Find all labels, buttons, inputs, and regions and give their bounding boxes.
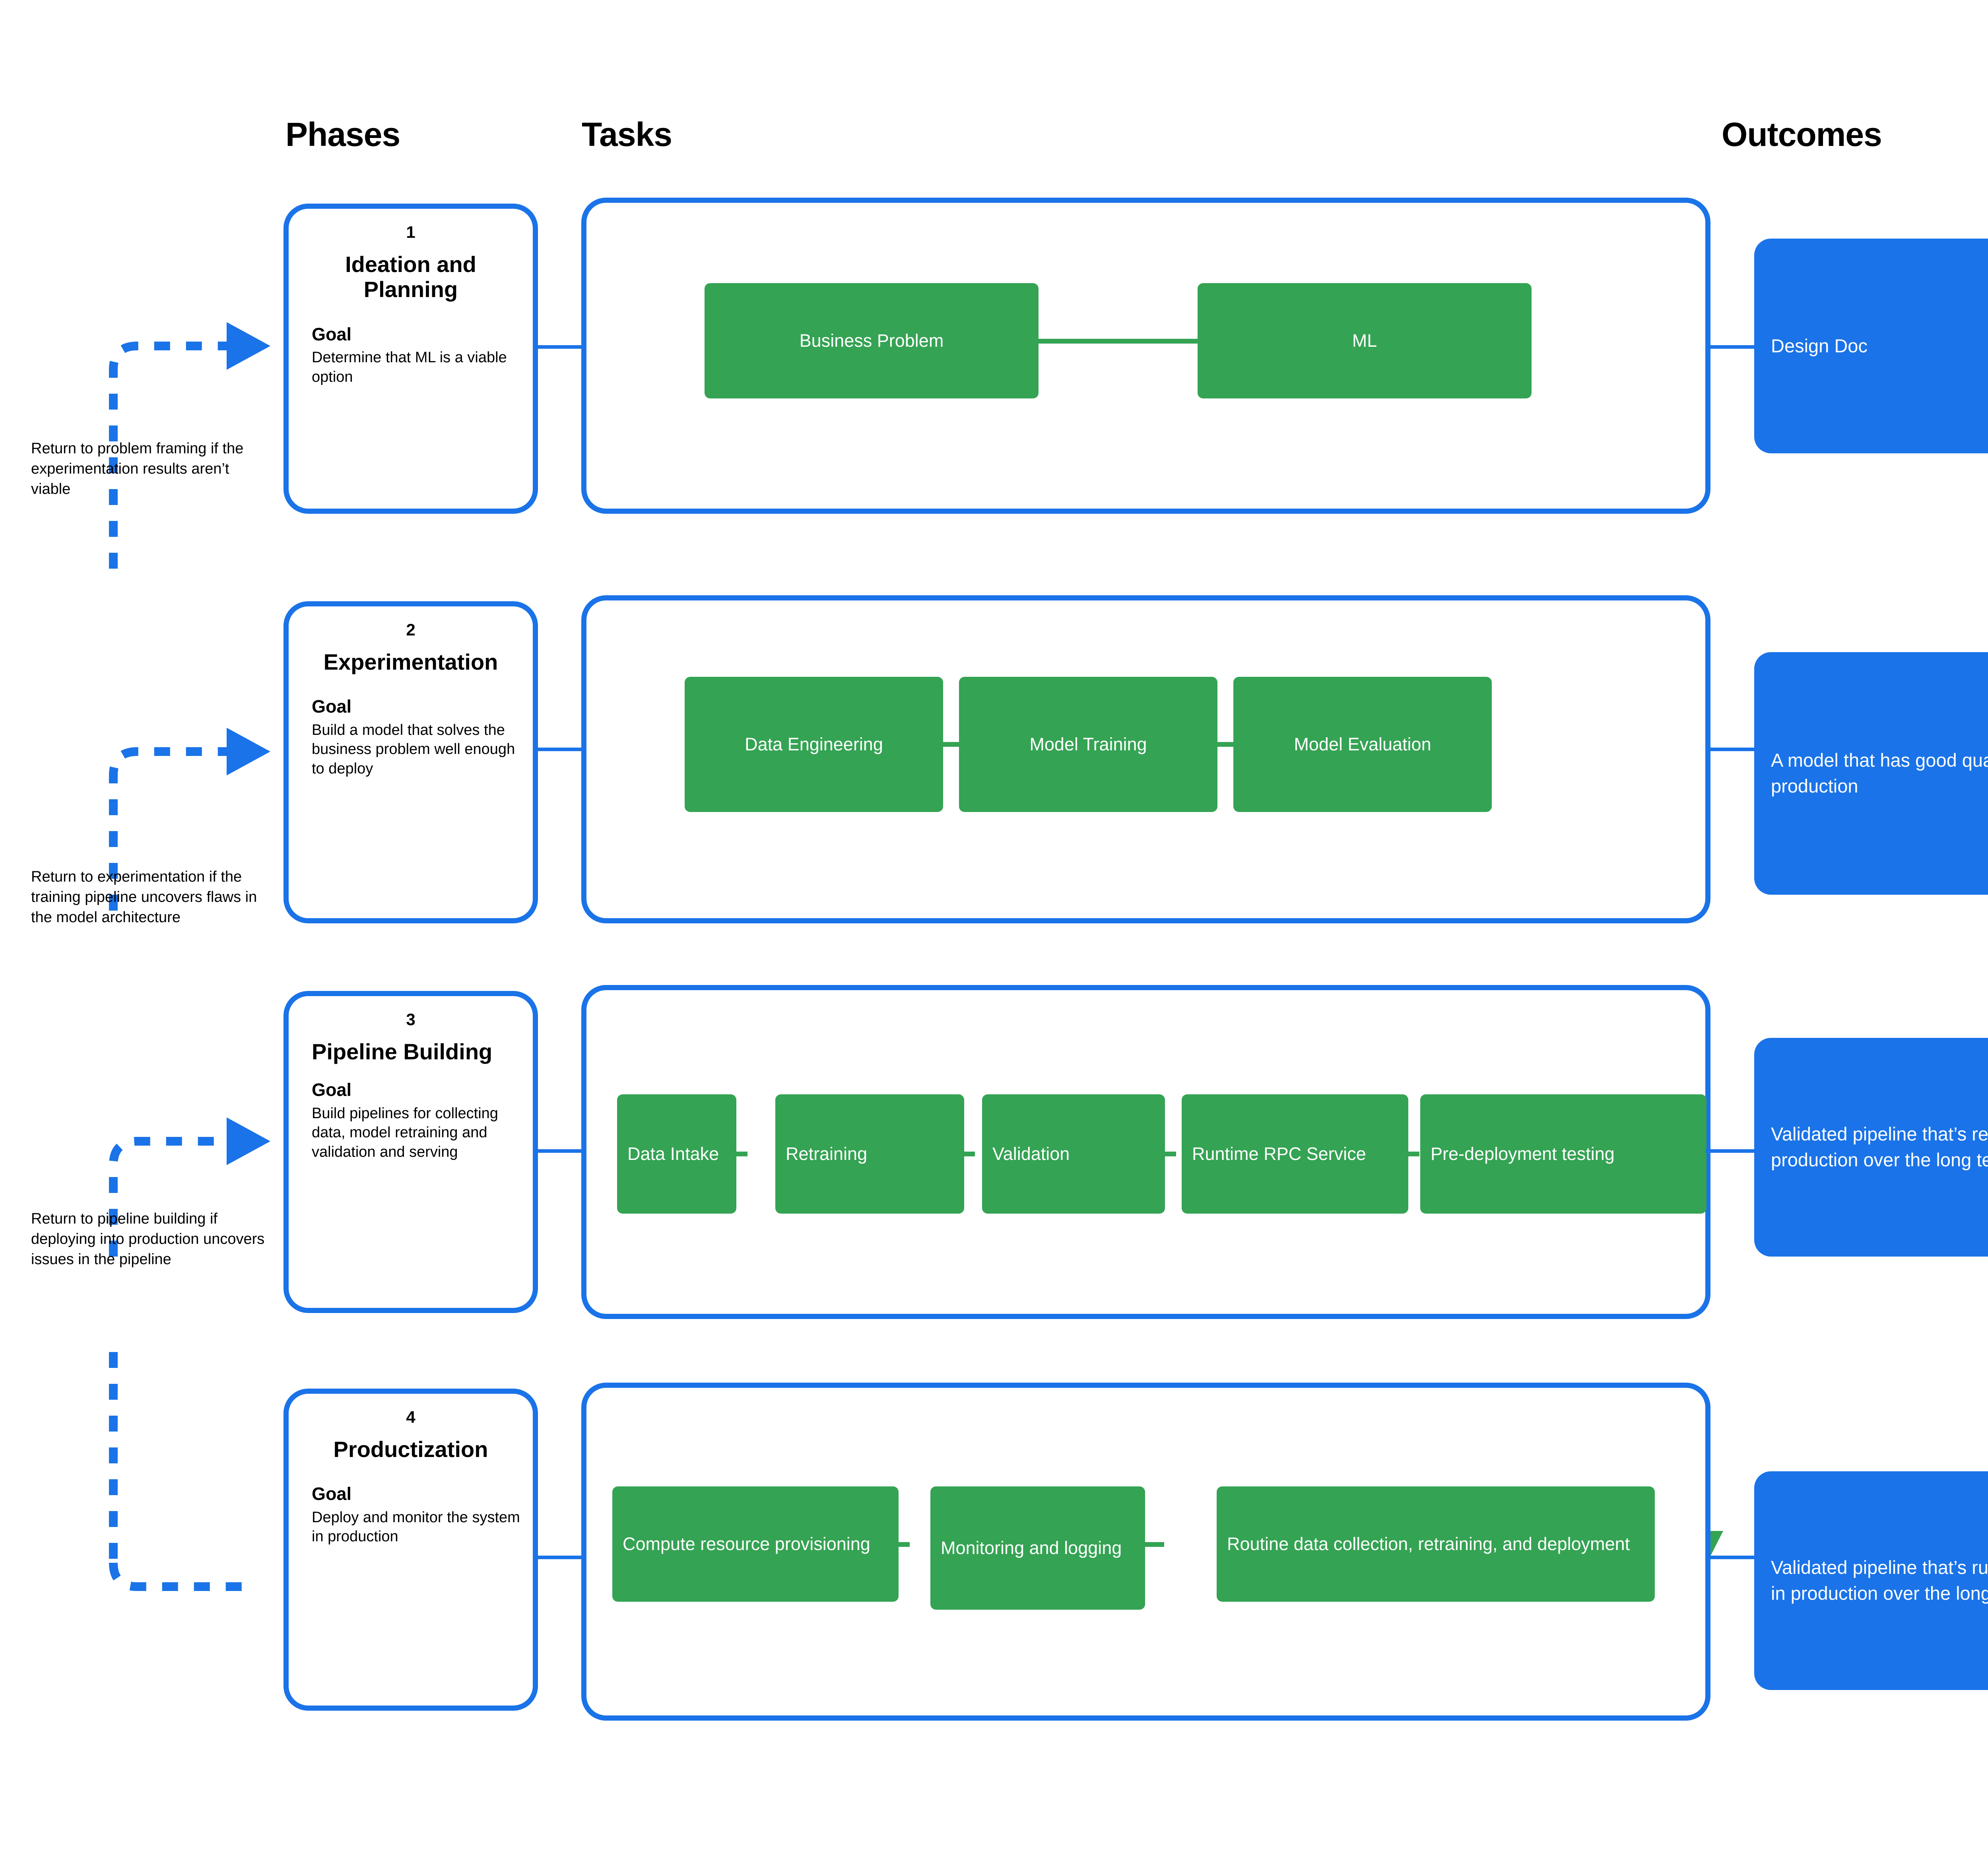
task-connector-3c — [1160, 1152, 1176, 1156]
phase-number-3: 3 — [406, 1010, 415, 1029]
feedback-path-4-bottom — [109, 1562, 254, 1591]
goal-label-4: Goal — [312, 1484, 352, 1504]
task-connector-2b — [1213, 742, 1237, 747]
feedback-note-1: Return to problem framing if the experim… — [31, 440, 244, 497]
task-box-data-engineering[interactable]: Data Engineering — [685, 677, 943, 812]
connector-phase3-tasks — [533, 1149, 584, 1153]
task-connector-2a — [938, 742, 962, 747]
outcome-box-4[interactable]: Validated pipeline that’s running in pro… — [1754, 1471, 1988, 1690]
phase-card-2[interactable]: 2 Experimentation Goal Build a model tha… — [283, 601, 538, 923]
phase-title-3: Pipeline Building — [312, 1039, 493, 1064]
goal-text-2: Build a model that solves the business p… — [312, 721, 515, 777]
connector-phase2-tasks — [533, 748, 584, 751]
connector-tasks2-outcome — [1706, 748, 1757, 751]
phase-card-1[interactable]: 1 Ideation and Planning Goal Determine t… — [283, 204, 538, 514]
task-box-model-training[interactable]: Model Training — [959, 677, 1217, 812]
feedback-arrowhead-2 — [227, 728, 270, 775]
phase-title-1: Ideation and Planning — [345, 252, 476, 302]
column-header-tasks: Tasks — [582, 116, 672, 153]
task-box-business-problem[interactable]: Business Problem — [705, 283, 1039, 398]
goal-label-3: Goal — [312, 1080, 352, 1100]
phase-title-4: Productization — [333, 1437, 488, 1462]
task-box-runtime-rpc-service[interactable]: Runtime RPC Service — [1182, 1094, 1408, 1214]
task-connector-3d — [1404, 1152, 1419, 1156]
task-box-pre-deployment-testing[interactable]: Pre-deployment testing — [1420, 1094, 1706, 1214]
task-box-model-evaluation[interactable]: Model Evaluation — [1233, 677, 1492, 812]
phase-card-3[interactable]: 3 Pipeline Building Goal Build pipelines… — [283, 991, 538, 1313]
task-connector-3b — [959, 1152, 975, 1156]
outcome-box-2[interactable]: A model that has good quality for produc… — [1754, 652, 1988, 895]
column-header-outcomes: Outcomes — [1722, 116, 1882, 153]
goal-label-1: Goal — [312, 324, 352, 344]
phase-number-2: 2 — [406, 620, 415, 639]
outcome-box-1[interactable]: Design Doc — [1754, 239, 1988, 453]
goal-text-3: Build pipelines for collecting data, mod… — [312, 1105, 498, 1161]
task-box-validation[interactable]: Validation — [982, 1094, 1165, 1214]
goal-text-1: Determine that ML is a viable option — [312, 349, 507, 385]
connector-tasks3-outcome — [1706, 1149, 1757, 1153]
task-box-monitoring-and-logging[interactable]: Monitoring and logging — [930, 1486, 1145, 1610]
feedback-note-3: Return to pipeline building if deploying… — [31, 1210, 265, 1268]
task-box-ml[interactable]: ML — [1198, 283, 1532, 398]
feedback-note-2: Return to experimentation if the trainin… — [31, 868, 257, 926]
phase-number-4: 4 — [406, 1408, 415, 1426]
task-box-routine-data-collection[interactable]: Routine data collection, retraining, and… — [1217, 1486, 1655, 1602]
task-connector-1 — [1034, 339, 1201, 344]
goal-text-4: Deploy and monitor the system in product… — [312, 1509, 520, 1545]
task-connector-3a — [732, 1152, 747, 1156]
connector-tasks4-outcome — [1706, 1556, 1757, 1559]
feedback-arrowhead-1 — [227, 322, 270, 370]
connector-tasks1-outcome — [1706, 345, 1757, 349]
phase-number-1: 1 — [406, 223, 415, 241]
feedback-arrowhead-3 — [227, 1117, 270, 1165]
task-connector-4b — [1140, 1542, 1164, 1547]
goal-label-2: Goal — [312, 696, 352, 717]
task-box-retraining[interactable]: Retraining — [775, 1094, 964, 1214]
outcome-box-3[interactable]: Validated pipeline that’s ready for prod… — [1754, 1038, 1988, 1257]
phase-card-4[interactable]: 4 Productization Goal Deploy and monitor… — [283, 1389, 538, 1711]
phase-title-2: Experimentation — [323, 649, 498, 674]
column-header-phases: Phases — [285, 116, 400, 153]
task-box-data-intake[interactable]: Data Intake — [617, 1094, 736, 1214]
task-connector-4a — [894, 1542, 910, 1547]
connector-phase1-tasks — [533, 345, 584, 349]
task-box-compute-resource-provisioning[interactable]: Compute resource provisioning — [612, 1486, 899, 1602]
connector-phase4-tasks — [533, 1556, 584, 1559]
